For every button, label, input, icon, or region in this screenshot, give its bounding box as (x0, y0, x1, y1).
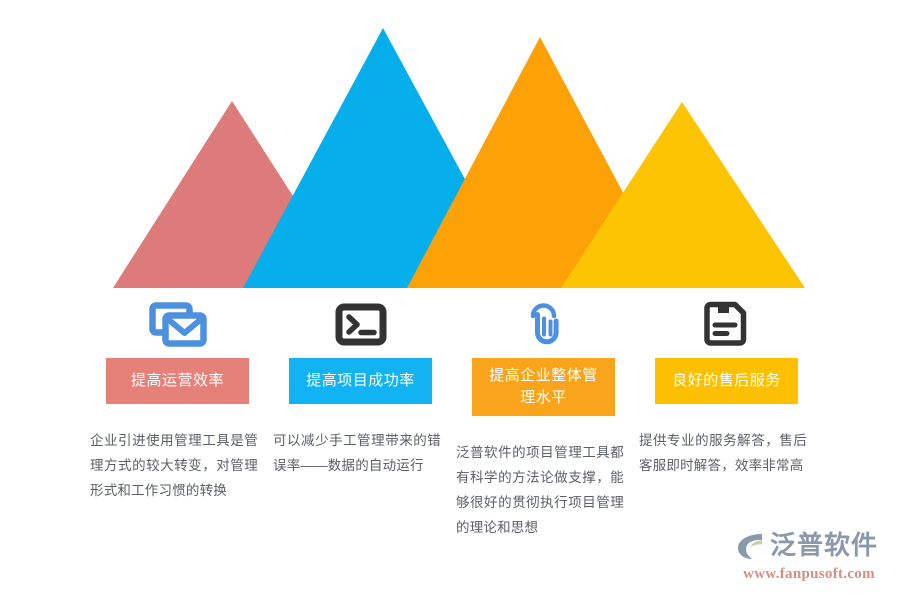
feature-body-4: 提供专业的服务解答，售后客服即时解答，效率非常高 (639, 433, 807, 473)
brand-url: www.fanpusoft.com (743, 566, 875, 582)
mountain-range-graphic (113, 28, 805, 288)
feature-label-3: 提高企业整体管理水平 (472, 358, 615, 416)
terminal-icon (273, 296, 448, 352)
feature-column-2: 提高项目成功率 可以减少手工管理带来的错误率——数据的自动运行 (273, 296, 448, 478)
peak-yellow-shape (561, 102, 805, 288)
feature-columns: 提高运营效率 企业引进使用管理工具是管理方式的较大转变，对管理形式和工作习惯的转… (90, 296, 820, 546)
floppy-save-icon (639, 296, 814, 352)
feature-column-3: 提高企业整体管理水平 泛普软件的项目管理工具都有科学的方法论做支撑，能够很好的贯… (456, 296, 631, 540)
feature-body-2: 可以减少手工管理带来的错误率——数据的自动运行 (273, 433, 441, 473)
tap-hand-icon (456, 296, 631, 352)
brand-name: 泛普软件 (770, 531, 879, 561)
feature-label-4: 良好的售后服务 (655, 358, 798, 404)
brand-logo-row: 泛普软件 (734, 528, 884, 564)
feature-label-2: 提高项目成功率 (289, 358, 432, 404)
feature-body-3: 泛普软件的项目管理工具都有科学的方法论做支撑，能够很好的贯彻执行项目管理的理论和… (456, 445, 624, 535)
feature-label-1: 提高运营效率 (106, 358, 249, 404)
brand-logo: 泛普软件 www.fanpusoft.com (734, 528, 884, 586)
feature-column-4: 良好的售后服务 提供专业的服务解答，售后客服即时解答，效率非常高 (639, 296, 814, 478)
feature-body-1: 企业引进使用管理工具是管理方式的较大转变，对管理形式和工作习惯的转换 (90, 433, 258, 498)
mail-stacked-icon (90, 296, 265, 352)
fanpu-swoosh-icon (734, 529, 768, 563)
feature-column-1: 提高运营效率 企业引进使用管理工具是管理方式的较大转变，对管理形式和工作习惯的转… (90, 296, 265, 503)
